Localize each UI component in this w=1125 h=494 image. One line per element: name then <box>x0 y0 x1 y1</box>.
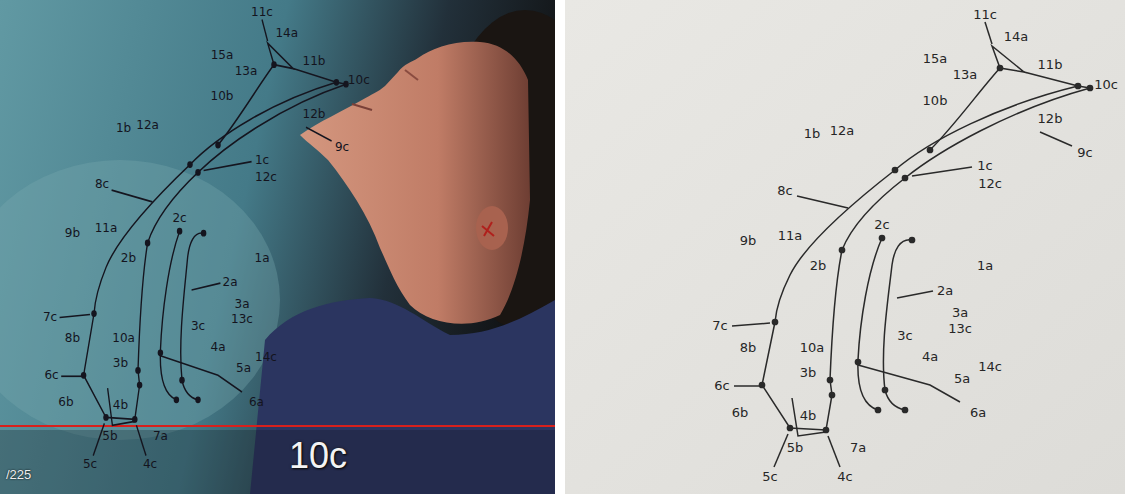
callout-label: 2a <box>937 284 953 297</box>
tracing <box>60 20 348 456</box>
callout-label: 2b <box>810 259 827 272</box>
callout-label: 4c <box>837 470 852 483</box>
callout-label: 14a <box>1004 30 1029 43</box>
callout-label: 13c <box>948 322 972 335</box>
callout-label: 6b <box>58 396 73 408</box>
photo-panel <box>0 0 555 494</box>
callout-label: 7c <box>712 319 727 332</box>
callout-label: 12b <box>1038 112 1063 125</box>
callout-label: 10b <box>923 94 948 107</box>
frame-number: 10c <box>289 438 347 474</box>
callout-label: 9b <box>65 227 80 239</box>
callout-label: 3c <box>191 320 205 332</box>
callout-label: 5a <box>236 362 251 374</box>
callout-label: 7a <box>153 430 168 442</box>
callout-label: 12b <box>303 108 326 120</box>
callout-label: 15a <box>211 49 234 61</box>
callout-label: 4a <box>211 341 226 353</box>
callout-label: 1b <box>116 122 131 134</box>
callout-label: 6c <box>714 379 729 392</box>
paper-panel <box>565 0 1125 494</box>
callout-label: 1a <box>977 259 993 272</box>
callout-label: 8c <box>777 184 792 197</box>
callout-label: 5a <box>954 372 970 385</box>
frame-counter: /225 <box>6 468 31 481</box>
callout-label: 12a <box>830 124 855 137</box>
callout-label: 9c <box>335 141 349 153</box>
photo-light <box>0 160 280 440</box>
callout-label: 3b <box>113 357 128 369</box>
callout-label: 3a <box>952 306 968 319</box>
callout-label: 4c <box>143 458 157 470</box>
callout-label: 6a <box>249 396 264 408</box>
callout-label: 1a <box>255 252 270 264</box>
callout-label: 8b <box>740 341 757 354</box>
callout-label: 10b <box>211 90 234 102</box>
callout-label: 13a <box>953 68 978 81</box>
callout-label: 1b <box>804 127 821 140</box>
callout-label: 4a <box>922 350 938 363</box>
callout-label: 13c <box>231 313 253 325</box>
callout-label: 14a <box>275 27 298 39</box>
callout-label: 11a <box>95 222 118 234</box>
callout-label: 14c <box>978 360 1002 373</box>
callout-label: 2b <box>121 252 136 264</box>
callout-label: 5b <box>787 441 804 454</box>
red-line <box>0 425 555 427</box>
ear-mark <box>482 222 494 236</box>
callout-label: 2c <box>874 218 889 231</box>
callout-label: 4b <box>113 399 128 411</box>
callout-label: 4b <box>800 409 817 422</box>
callout-label: 11a <box>778 229 803 242</box>
callout-label: 12a <box>136 119 159 131</box>
callout-label: 11b <box>1038 58 1063 71</box>
callout-label: 2a <box>223 276 238 288</box>
callout-label: 10c <box>348 74 370 86</box>
mouth <box>352 104 372 110</box>
callout-label: 2c <box>172 212 186 224</box>
tracing <box>732 22 1093 467</box>
callout-label: 3a <box>235 298 250 310</box>
photo-shade <box>0 430 555 494</box>
callout-label: 3c <box>897 329 912 342</box>
callout-label: 12c <box>255 171 277 183</box>
callout-label: 14c <box>255 351 277 363</box>
callout-label: 15a <box>923 52 948 65</box>
callout-label: 7a <box>850 441 866 454</box>
callout-label: 12c <box>978 177 1002 190</box>
callout-label: 11c <box>973 8 997 21</box>
callout-label: 5b <box>102 430 117 442</box>
paper <box>565 0 1125 494</box>
callout-label: 11c <box>251 6 273 18</box>
nostril <box>405 70 418 80</box>
callout-label: 10a <box>800 341 825 354</box>
callout-label: 5c <box>762 470 777 483</box>
callout-label: 6a <box>970 406 986 419</box>
callout-label: 3b <box>800 366 817 379</box>
callout-label: 1c <box>255 154 269 166</box>
callout-label: 1c <box>977 159 992 172</box>
callout-label: 6c <box>44 369 58 381</box>
callout-label: 5c <box>83 458 97 470</box>
callout-label: 8b <box>65 332 80 344</box>
ear <box>476 206 508 250</box>
callout-label: 11b <box>303 55 326 67</box>
callout-label: 9b <box>740 234 757 247</box>
callout-label: 10c <box>1094 78 1118 91</box>
callout-label: 10a <box>112 332 135 344</box>
callout-label: 13a <box>235 65 258 77</box>
callout-label: 8c <box>95 178 109 190</box>
callout-label: 9c <box>1077 146 1092 159</box>
callout-label: 6b <box>732 406 749 419</box>
callout-label: 7c <box>43 311 57 323</box>
